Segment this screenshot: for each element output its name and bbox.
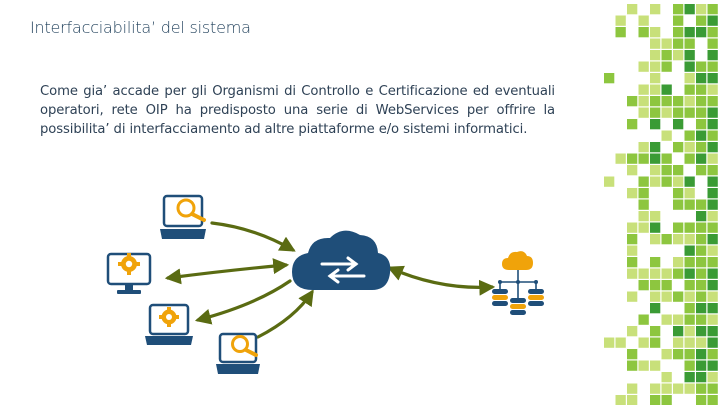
- database-stack-right: [528, 289, 544, 306]
- arrow-gear-laptop: [194, 279, 292, 325]
- arrow-bottom-laptop: [256, 289, 314, 339]
- monitor-gear-icon: [106, 252, 152, 294]
- slide-title: Interfacciabilita’ del sistema: [30, 18, 251, 37]
- slide-paragraph: Come gia’ accade per gli Organismi di Co…: [40, 84, 555, 137]
- arrow-monitor: [164, 258, 290, 285]
- database-stack-center: [510, 298, 526, 315]
- arrow-top-laptop: [210, 221, 296, 252]
- arrow-database: [387, 265, 496, 296]
- connection-arrows: [164, 221, 496, 339]
- laptop-gear-icon: [145, 303, 193, 345]
- laptop-search-icon: [160, 194, 206, 239]
- database-stack-left: [492, 289, 508, 306]
- laptop-search-icon: [216, 332, 260, 374]
- cloud-database-network-icon: [492, 251, 544, 315]
- cloud-exchange-icon: [292, 230, 391, 290]
